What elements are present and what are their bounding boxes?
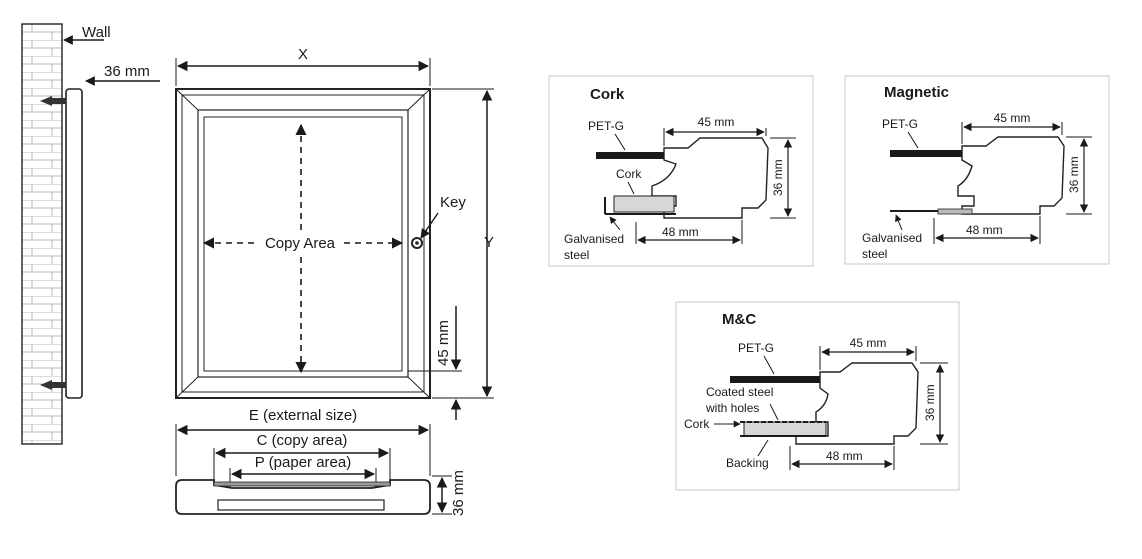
magnetic-height-dim: 36 mm bbox=[1067, 156, 1081, 193]
magnetic-petg-label: PET-G bbox=[882, 117, 918, 131]
external-size-label: E (external size) bbox=[249, 407, 357, 424]
magnetic-title: Magnetic bbox=[884, 84, 949, 101]
frame-side-profile bbox=[65, 88, 83, 399]
mc-cork-board bbox=[743, 421, 827, 437]
frame-depth-label: 45 mm bbox=[435, 320, 452, 366]
mc-height-dim: 36 mm bbox=[923, 384, 937, 421]
magnetic-extrusion bbox=[957, 136, 1065, 215]
width-x-label: X bbox=[298, 46, 308, 63]
cork-bottom-dim: 48 mm bbox=[662, 225, 699, 239]
bottom-view: E (external size) C (copy area) P (paper… bbox=[175, 407, 467, 516]
mc-coated-label-1: Coated steel bbox=[706, 385, 773, 399]
mc-backing-label: Backing bbox=[726, 456, 769, 470]
cork-petg-label: PET-G bbox=[588, 119, 624, 133]
wall-screw-bottom bbox=[40, 380, 66, 390]
magnetic-steel-label-2: steel bbox=[862, 247, 887, 261]
side-view: Wall 36 mm bbox=[21, 23, 160, 445]
magnetic-bottom-dim: 48 mm bbox=[966, 223, 1003, 237]
profile-mc: M&C PET-G Coated steel with holes Cork B… bbox=[675, 301, 960, 491]
mc-coated-label-2: with holes bbox=[705, 401, 759, 415]
wall-screw-top bbox=[40, 96, 66, 106]
side-depth-label: 36 mm bbox=[104, 63, 150, 80]
key-label: Key bbox=[440, 194, 466, 211]
mc-petg-sheet bbox=[730, 376, 844, 383]
copy-area-label: Copy Area bbox=[265, 235, 336, 252]
paper-size-label: P (paper area) bbox=[255, 454, 351, 471]
wall-label: Wall bbox=[82, 24, 111, 41]
cork-petg-sheet bbox=[596, 152, 688, 159]
backing-plate bbox=[217, 499, 385, 511]
mc-bottom-dim: 48 mm bbox=[826, 449, 863, 463]
cork-title: Cork bbox=[590, 86, 625, 103]
copy-size-label: C (copy area) bbox=[257, 432, 348, 449]
front-view: Copy Area Key X Y 45 mm bbox=[175, 46, 494, 420]
profile-magnetic: Magnetic PET-G Galvanised steel 45 mm 48… bbox=[844, 75, 1110, 265]
cork-steel-label-1: Galvanised bbox=[564, 232, 624, 246]
cork-height-dim: 36 mm bbox=[771, 159, 785, 196]
profile-cork: Cork PET-G Cork Galvanised steel 45 mm 4… bbox=[548, 75, 814, 267]
cork-top-dim: 45 mm bbox=[698, 115, 735, 129]
magnetic-steel-label-1: Galvanised bbox=[862, 231, 922, 245]
frame-mid bbox=[181, 94, 425, 393]
magnetic-petg-sheet bbox=[890, 150, 986, 157]
mc-title: M&C bbox=[722, 311, 756, 328]
frame-inner bbox=[197, 109, 409, 378]
mc-petg-label: PET-G bbox=[738, 341, 774, 355]
cork-steel-label-2: steel bbox=[564, 248, 589, 262]
brick-wall bbox=[21, 23, 63, 445]
magnetic-top-dim: 45 mm bbox=[994, 111, 1031, 125]
frame-outer bbox=[175, 88, 431, 399]
height-y-label: Y bbox=[484, 234, 494, 251]
bottom-depth-label: 36 mm bbox=[450, 470, 467, 516]
cork-cork-label: Cork bbox=[616, 167, 642, 181]
cork-board bbox=[613, 195, 675, 213]
mc-cork-label: Cork bbox=[684, 417, 710, 431]
mc-top-dim: 45 mm bbox=[850, 336, 887, 350]
